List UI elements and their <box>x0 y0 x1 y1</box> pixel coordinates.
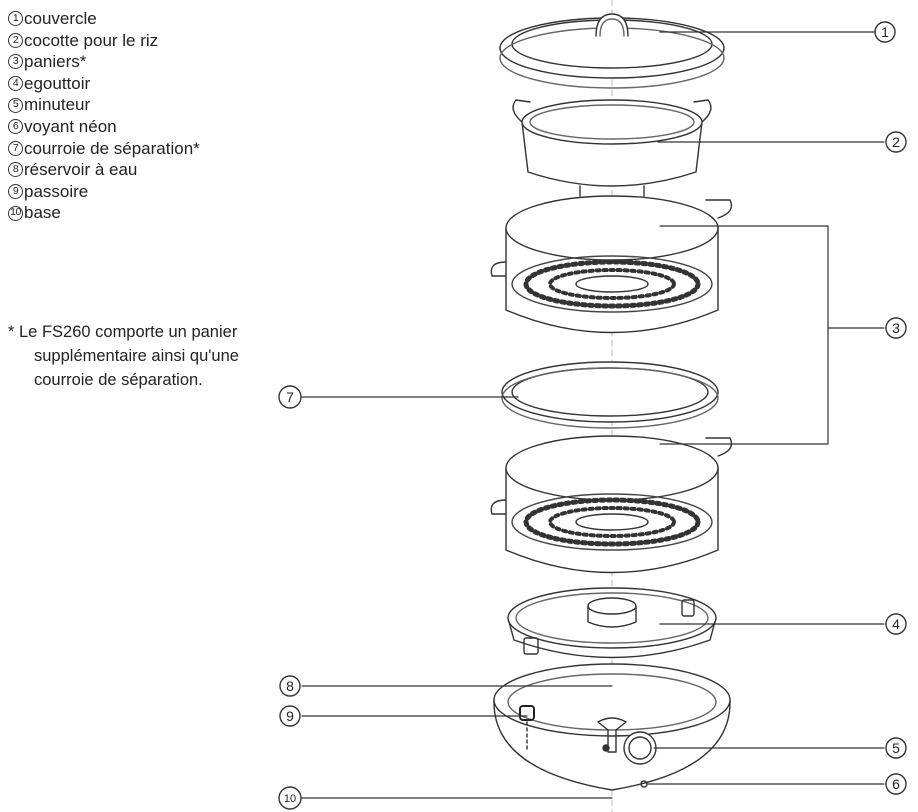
callout-6: 6 <box>892 776 900 792</box>
legend-number: 1 <box>8 11 23 27</box>
legend-number: 2 <box>8 32 23 48</box>
lower-basket-illustration <box>490 435 733 574</box>
base-illustration <box>493 663 731 791</box>
upper-basket-illustration <box>490 195 733 334</box>
footnote-line-2: supplémentaire ainsi qu'une <box>34 347 239 365</box>
legend-number: 9 <box>8 184 23 200</box>
callout-3: 3 <box>892 320 900 336</box>
callout-5: 5 <box>892 740 900 756</box>
callout-circle-10 <box>278 786 302 810</box>
callout-circle-9 <box>279 705 301 727</box>
callout-8: 8 <box>286 678 294 694</box>
callout-circle-1 <box>874 21 896 43</box>
footnote: * Le FS260 comporte un panier supplément… <box>8 320 278 392</box>
rice-bowl-illustration <box>512 99 712 197</box>
legend-label: réservoir à eau <box>24 160 138 180</box>
callout-circle-7 <box>278 385 302 409</box>
legend-label: egouttoir <box>24 73 91 93</box>
legend-label: voyant néon <box>24 116 117 136</box>
callout-lines <box>301 31 885 799</box>
drip-tray-illustration <box>507 587 717 659</box>
callout-circle-8 <box>279 675 301 697</box>
legend-number: 3 <box>8 54 23 70</box>
legend-label: couvercle <box>24 9 97 28</box>
legend-number: 5 <box>8 97 23 113</box>
legend-number: 10 <box>8 205 23 221</box>
callout-circle-3 <box>885 317 907 339</box>
legend-number: 8 <box>8 162 23 178</box>
callout-9: 9 <box>286 708 294 724</box>
footnote-line-3: courroie de séparation. <box>34 371 203 389</box>
callout-2: 2 <box>892 134 900 150</box>
legend-number: 7 <box>8 140 23 156</box>
callouts: 1 2 3 7 4 8 9 5 6 10 <box>278 21 907 810</box>
callout-circle-4 <box>885 613 907 635</box>
legend-label: cocotte pour le riz <box>24 30 159 50</box>
legend-label: paniers* <box>24 52 87 72</box>
callout-circle-6 <box>885 773 907 795</box>
legend-number: 4 <box>8 76 23 92</box>
legend-label: passoire <box>24 181 89 201</box>
callout-1: 1 <box>881 24 889 40</box>
legend-number: 6 <box>8 119 23 135</box>
callout-4: 4 <box>892 616 900 632</box>
callout-circle-5 <box>885 737 907 759</box>
legend-label: base <box>24 203 61 223</box>
callout-circle-2 <box>885 131 907 153</box>
callout-10: 10 <box>284 793 296 805</box>
leader-3 <box>659 225 829 445</box>
footnote-line-1: * Le FS260 comporte un panier <box>8 323 238 341</box>
lid-illustration <box>499 13 725 89</box>
separation-ring-illustration <box>501 361 719 429</box>
legend-label: minuteur <box>24 95 91 115</box>
legend-label: courroie de séparation* <box>24 138 200 158</box>
callout-7: 7 <box>286 389 294 405</box>
